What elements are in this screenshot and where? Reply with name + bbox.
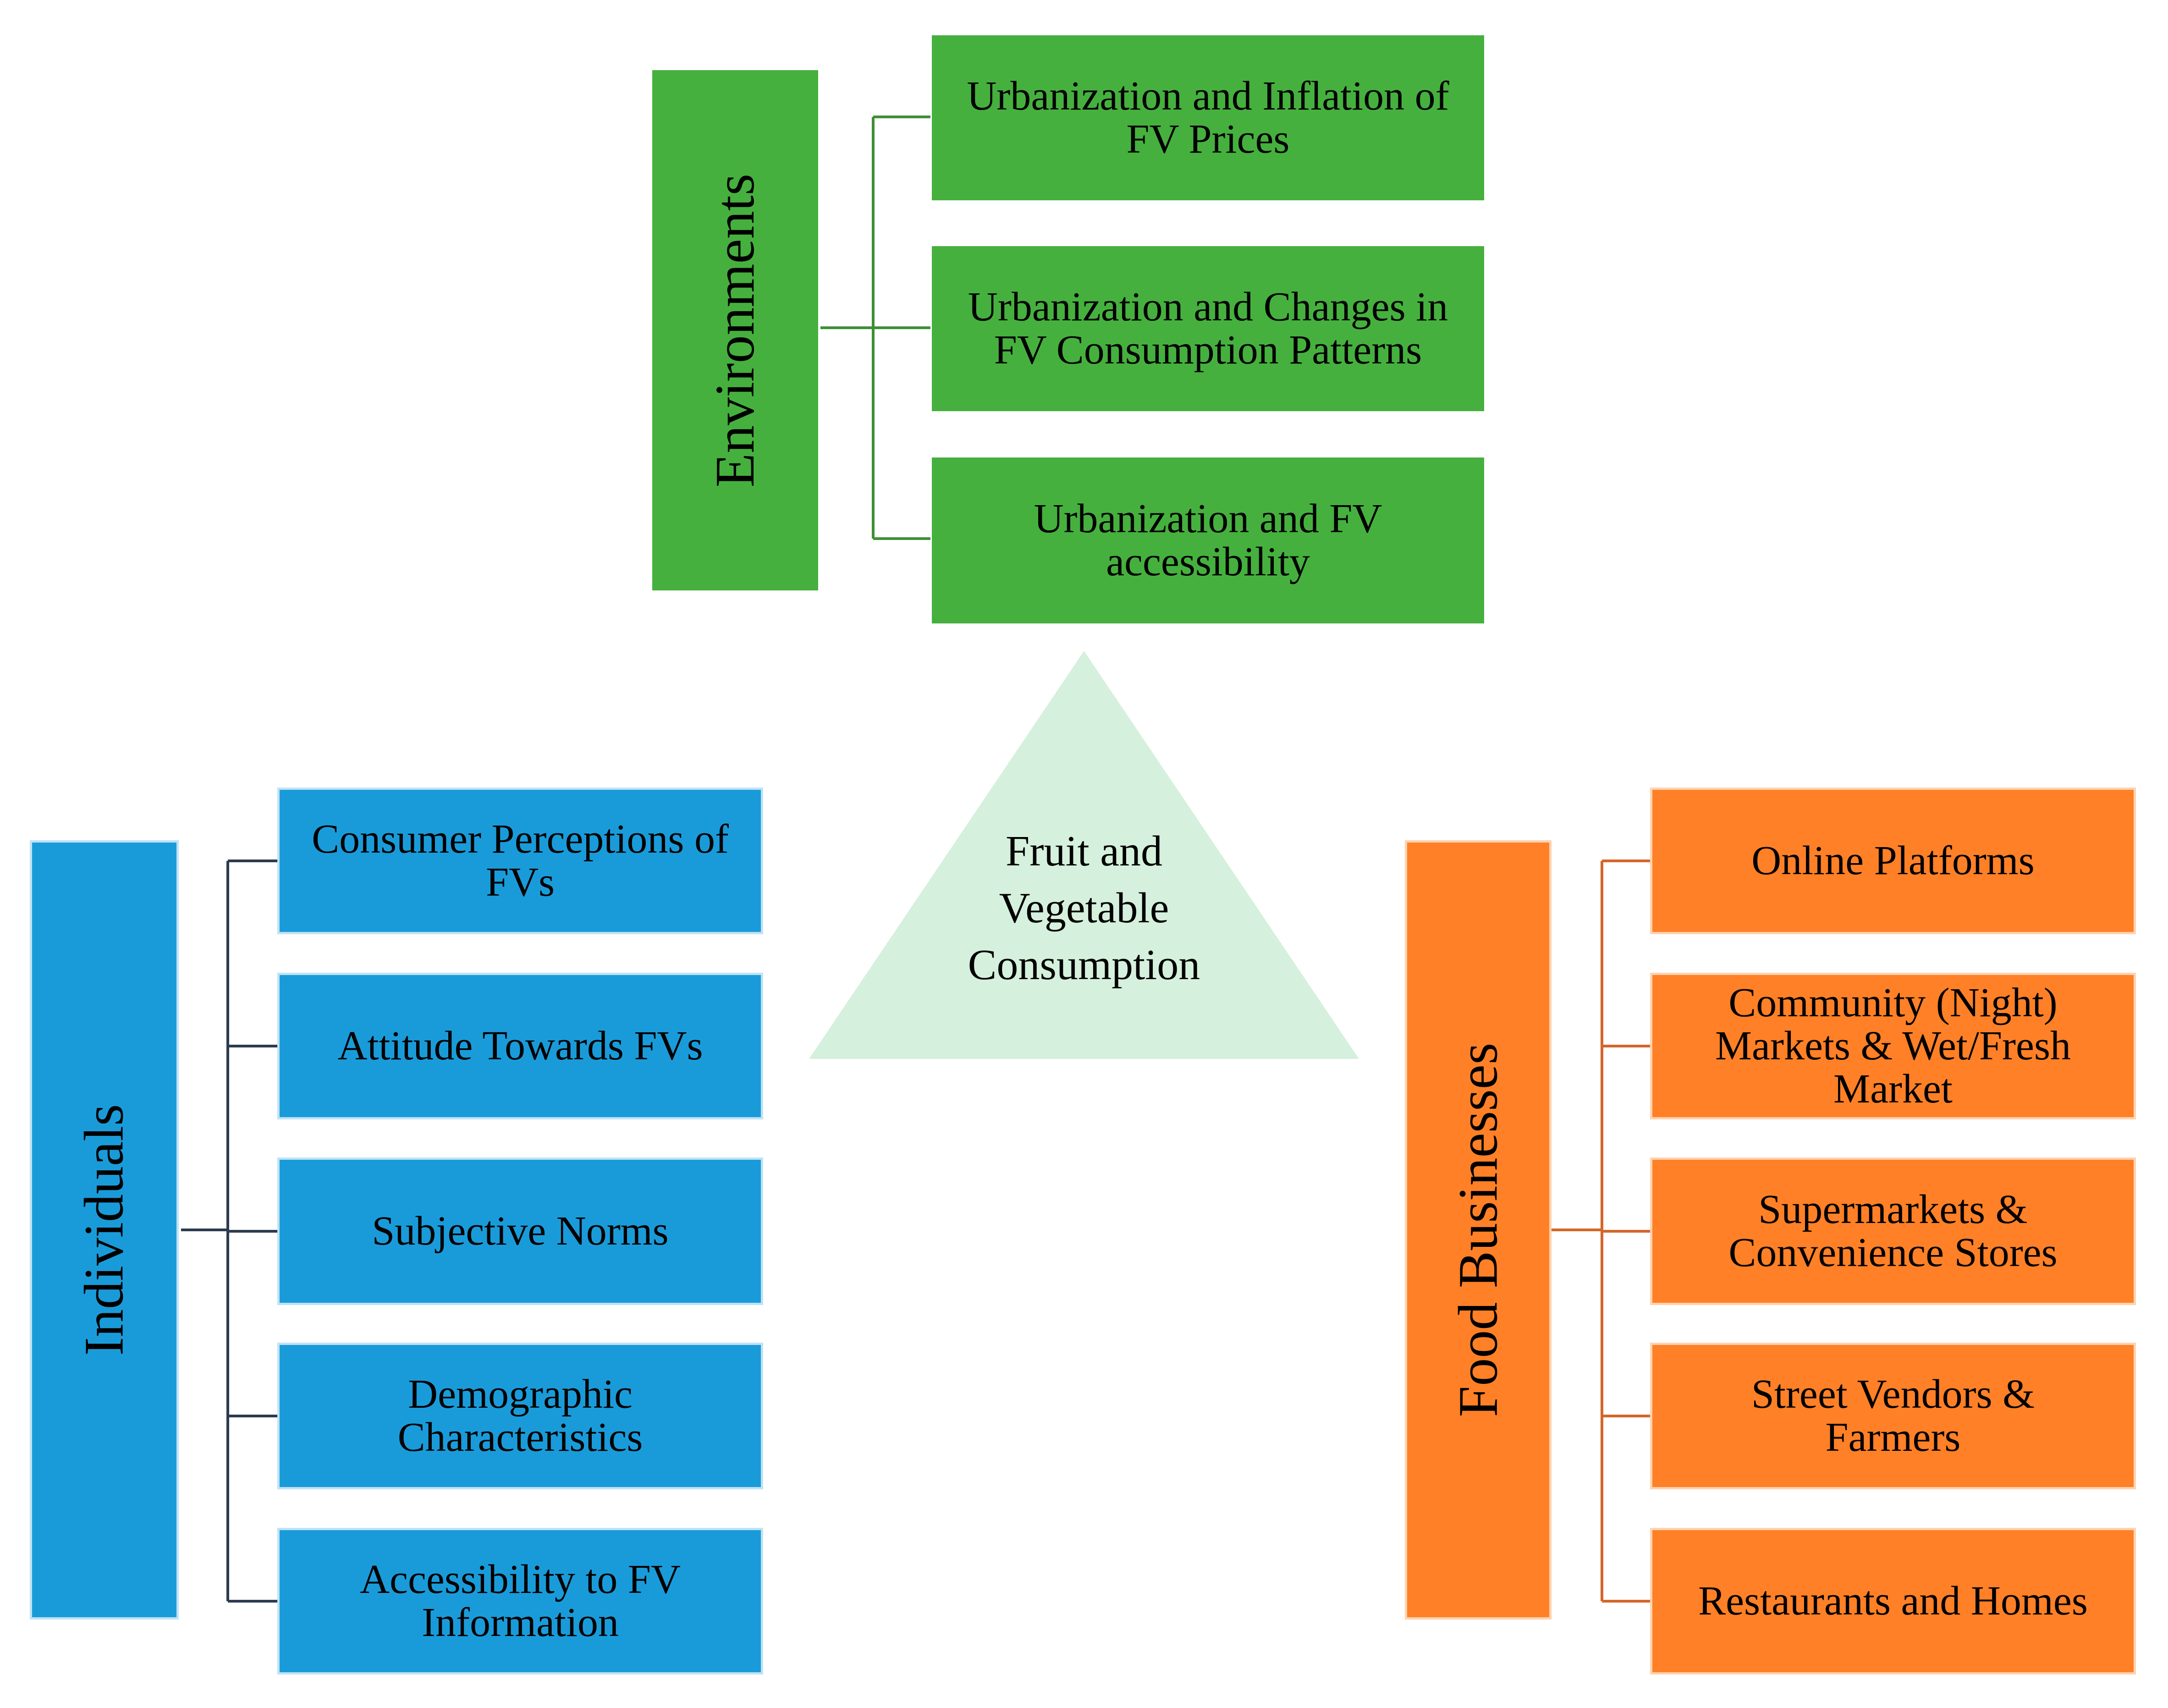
individuals-item: Attitude Towards FVs: [277, 973, 763, 1119]
food-businesses-category: Food Businesses: [1405, 840, 1552, 1620]
individuals-item: Consumer Perceptions of FVs: [277, 788, 763, 934]
environments-label: Environments: [704, 173, 766, 487]
environments-item: Urbanization and FV accessibility: [932, 457, 1484, 623]
individuals-connectors: [181, 860, 277, 1603]
food-businesses-item: Supermarkets & Convenience Stores: [1650, 1157, 2136, 1305]
center-triangle-shape: [809, 651, 1359, 1059]
food-businesses-item: Restaurants and Homes: [1650, 1528, 2136, 1675]
individuals-item: Subjective Norms: [277, 1157, 763, 1305]
individuals-item: Accessibility to FV Information: [277, 1528, 763, 1675]
environments-item-text: Urbanization and Changes in FV Consumpti…: [968, 284, 1448, 373]
environments-item: Urbanization and Inflation of FV Prices: [932, 35, 1484, 200]
environments-connectors: [820, 116, 930, 540]
food-businesses-item: Community (Night) Markets & Wet/Fresh Ma…: [1650, 973, 2136, 1119]
center-label: Fruit and Vegetable Consumption: [968, 827, 1200, 989]
food-businesses-item-text: Street Vendors & Farmers: [1751, 1372, 2035, 1460]
individuals-item-text: Consumer Perceptions of FVs: [312, 816, 729, 905]
food-businesses-item-text: Supermarkets & Convenience Stores: [1728, 1187, 2058, 1275]
environments-item-text: Urbanization and FV accessibility: [1034, 496, 1382, 584]
individuals-item-text: Demographic Characteristics: [397, 1372, 643, 1460]
environments-item-text: Urbanization and Inflation of FV Prices: [967, 73, 1449, 162]
center-triangle: [809, 651, 1359, 1059]
food-businesses-item-text: Restaurants and Homes: [1698, 1578, 2088, 1624]
individuals-item-text: Attitude Towards FVs: [337, 1023, 703, 1069]
environments-item: Urbanization and Changes in FV Consumpti…: [932, 246, 1484, 411]
individuals-label: Individuals: [73, 1104, 135, 1356]
food-businesses-label: Food Businesses: [1447, 1042, 1509, 1417]
individuals-item-text: Subjective Norms: [372, 1208, 669, 1254]
food-businesses-item: Online Platforms: [1650, 788, 2136, 934]
individuals-item: Demographic Characteristics: [277, 1343, 763, 1489]
food-businesses-item-text: Online Platforms: [1751, 838, 2035, 883]
environments-category: Environments: [652, 70, 818, 590]
food-businesses-item-text: Community (Night) Markets & Wet/Fresh Ma…: [1715, 980, 2071, 1112]
food-businesses-item: Street Vendors & Farmers: [1650, 1343, 2136, 1489]
individuals-item-text: Accessibility to FV Information: [360, 1557, 681, 1645]
individuals-category: Individuals: [30, 840, 179, 1620]
food-businesses-connectors: [1552, 860, 1650, 1603]
